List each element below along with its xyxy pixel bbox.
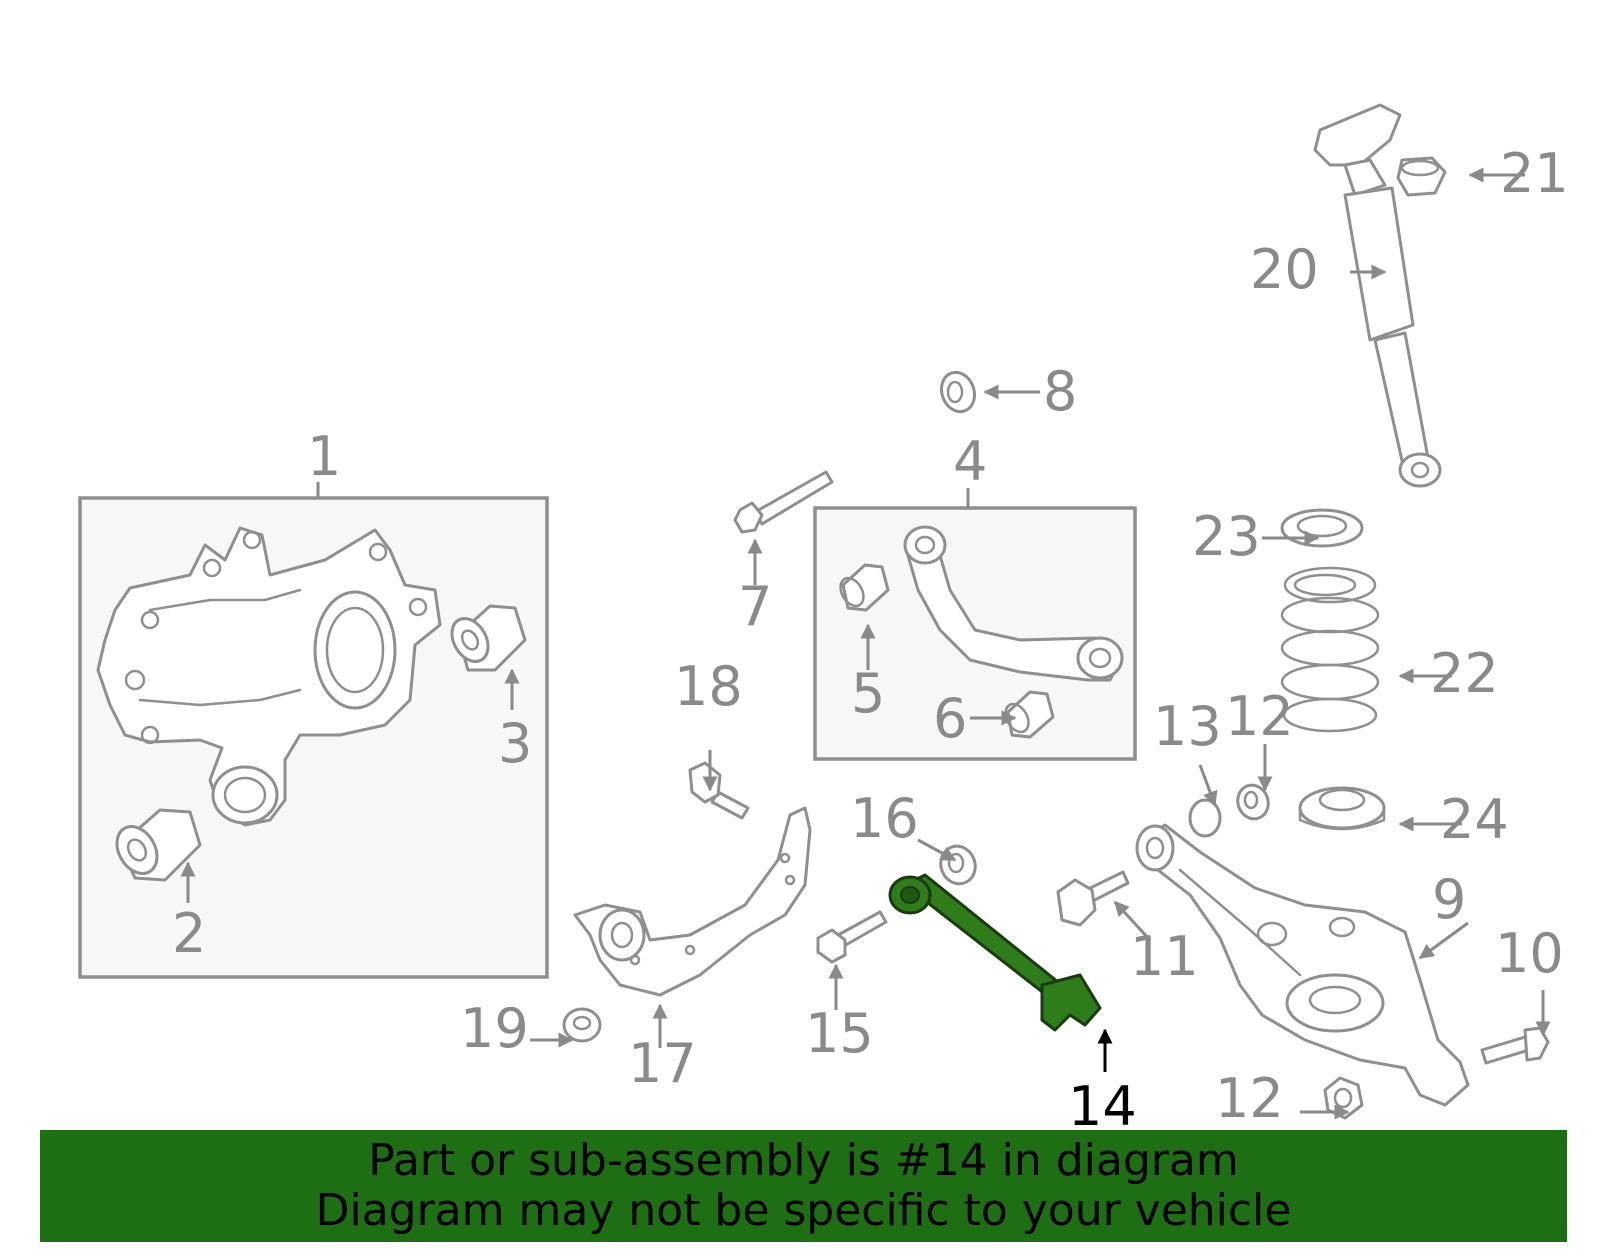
nut-part-16 <box>939 844 977 886</box>
callout-13: 13 <box>1153 695 1222 758</box>
bushing-part-5 <box>839 563 890 612</box>
ring-part-13 <box>1188 798 1222 838</box>
coil-spring-part-22 <box>1280 566 1380 733</box>
lateral-link-part-14-highlighted <box>888 873 1102 1032</box>
callout-18: 18 <box>674 655 743 718</box>
nut-part-8 <box>939 370 977 414</box>
knuckle-part <box>96 526 442 827</box>
callout-16: 16 <box>850 787 919 850</box>
callout-1: 1 <box>307 425 341 488</box>
spring-seat-part-24 <box>1298 786 1386 831</box>
trailing-arm-part-17 <box>573 806 812 997</box>
bushing-part-2 <box>115 808 202 882</box>
banner-line-part-number: Part or sub-assembly is #14 in diagram <box>368 1135 1239 1186</box>
bushing-part-3 <box>450 604 527 672</box>
callout-23: 23 <box>1192 505 1261 568</box>
callout-3: 3 <box>498 712 532 775</box>
bolt-part-10 <box>1480 1026 1550 1065</box>
nut-part-19 <box>562 1007 602 1043</box>
callout-15: 15 <box>805 1002 874 1065</box>
callout-19: 19 <box>460 997 529 1060</box>
lower-arm-part-9 <box>1135 823 1470 1107</box>
upper-arm-part <box>903 525 1124 682</box>
banner-line-disclaimer: Diagram may not be specific to your vehi… <box>315 1185 1292 1236</box>
callout-12-upper: 12 <box>1225 685 1294 748</box>
callout-24: 24 <box>1440 788 1509 851</box>
callout-2: 2 <box>172 902 206 965</box>
callout-5: 5 <box>851 662 885 725</box>
callout-6: 6 <box>933 687 967 750</box>
callout-20: 20 <box>1250 238 1319 301</box>
callout-10: 10 <box>1495 922 1564 985</box>
callout-8: 8 <box>1043 360 1077 423</box>
bolt-part-7 <box>733 470 834 534</box>
nut-part-12-lower <box>1323 1076 1364 1120</box>
bolt-part-15 <box>816 910 888 964</box>
bolt-part-11 <box>1056 870 1130 927</box>
callout-7: 7 <box>738 575 772 638</box>
callout-12-lower: 12 <box>1215 1067 1284 1130</box>
callout-11: 11 <box>1130 925 1199 988</box>
nut-part-12-upper <box>1236 783 1270 821</box>
callout-14: 14 <box>1068 1075 1137 1138</box>
callout-9: 9 <box>1432 868 1466 931</box>
bolt-part-18 <box>688 761 750 820</box>
nut-part-21 <box>1396 156 1447 197</box>
spring-seat-part-23 <box>1280 508 1364 548</box>
callout-4: 4 <box>953 430 987 493</box>
callout-21: 21 <box>1500 142 1569 205</box>
callout-22: 22 <box>1430 642 1499 705</box>
callout-17: 17 <box>628 1032 697 1095</box>
shock-absorber-part-20 <box>1313 103 1442 488</box>
info-banner: Part or sub-assembly is #14 in diagram D… <box>40 1130 1567 1242</box>
